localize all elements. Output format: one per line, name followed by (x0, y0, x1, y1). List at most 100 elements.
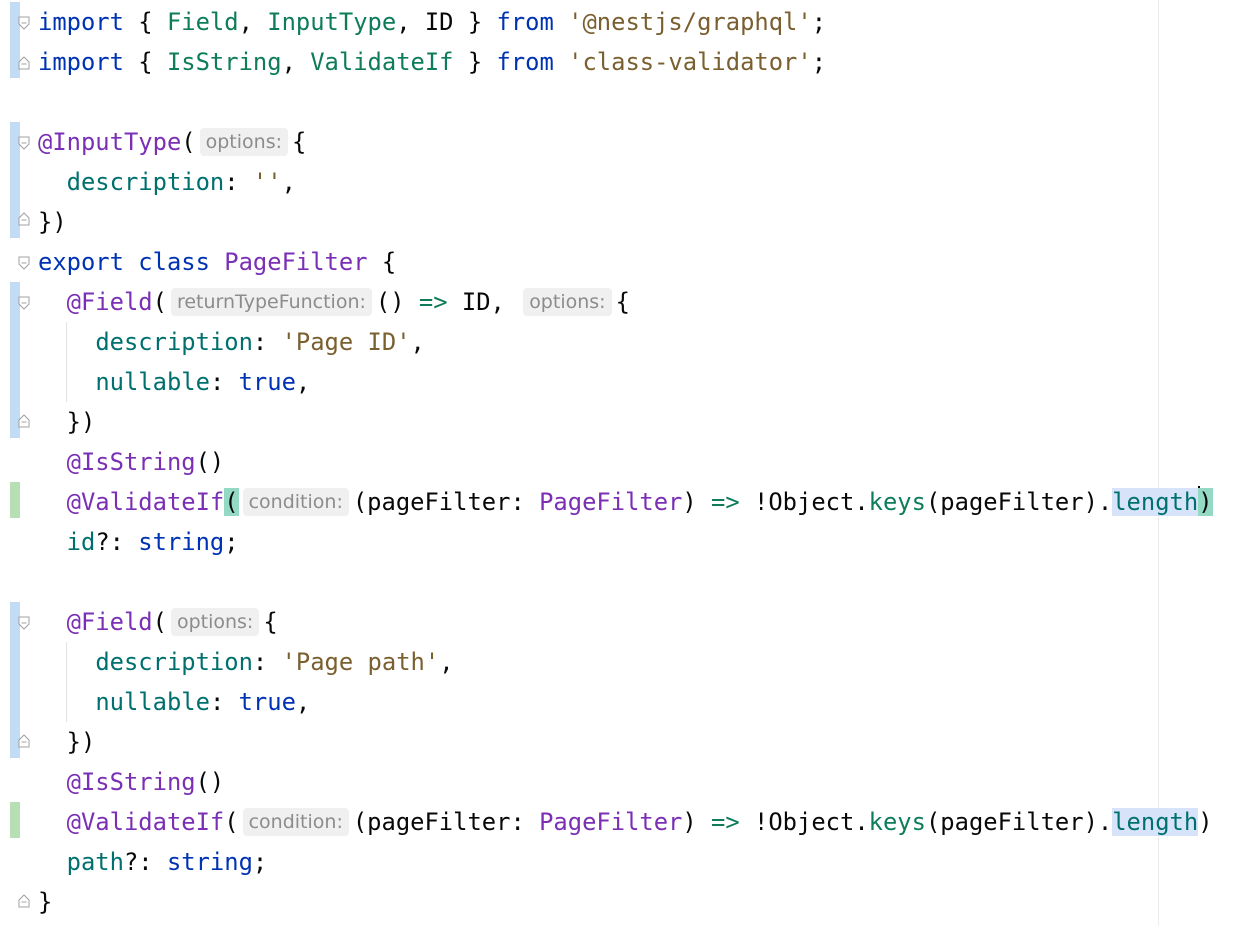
decorator: @IsString (66, 448, 196, 476)
punct: (pageFilter). (925, 488, 1113, 516)
punct: () (375, 288, 419, 316)
gutter-change-marker[interactable] (10, 282, 20, 438)
punct: : (252, 648, 282, 676)
punct: ) (1198, 808, 1213, 836)
keyword: string (166, 848, 253, 876)
fold-open-icon[interactable] (18, 296, 30, 310)
punct: () (195, 448, 225, 476)
indent-guide (66, 642, 67, 722)
property: path (66, 848, 124, 876)
punct: , (295, 688, 311, 716)
parameter-hint: condition: (242, 808, 349, 836)
space (554, 8, 568, 36)
code-line[interactable]: @Field(options:{ (38, 602, 278, 642)
fold-open-icon[interactable] (18, 616, 30, 630)
import-name: InputType (267, 8, 397, 36)
parameter-hint: options: (199, 128, 288, 156)
decorator: @ValidateIf (66, 488, 225, 516)
punct: ( (152, 288, 167, 316)
gutter-added-marker[interactable] (10, 482, 20, 518)
property: description (66, 168, 225, 196)
space (554, 48, 568, 76)
function-call: keys (868, 808, 926, 836)
code-line[interactable]: import { IsString, ValidateIf } from 'cl… (38, 42, 826, 82)
import-name: Field (166, 8, 239, 36)
punct: } (453, 8, 497, 36)
code-line[interactable]: @InputType(options:{ (38, 122, 306, 162)
code-line[interactable]: }) (38, 722, 96, 762)
indent (38, 328, 95, 356)
indent (38, 808, 67, 836)
code-line[interactable]: @IsString() (38, 442, 225, 482)
class-name: PageFilter (539, 488, 683, 516)
code-line[interactable]: @IsString() (38, 762, 225, 802)
code-line[interactable]: export class PageFilter { (38, 242, 396, 282)
indent (38, 688, 95, 716)
punct: }) (66, 728, 96, 756)
decorator: @Field (66, 608, 153, 636)
code-line[interactable]: import { Field, InputType, ID } from '@n… (38, 2, 826, 42)
class-name: PageFilter (224, 248, 368, 276)
fold-close-icon[interactable] (18, 894, 30, 908)
punct: ; (811, 8, 827, 36)
import-name: ValidateIf (310, 48, 454, 76)
punct: { (123, 8, 167, 36)
punct: { (263, 608, 278, 636)
punct: (pageFilter: (352, 808, 540, 836)
code-line[interactable]: id?: string; (38, 522, 239, 562)
code-line[interactable]: }) (38, 202, 67, 242)
punct: : (209, 368, 239, 396)
arrow-operator: => (418, 288, 448, 316)
punct: ; (811, 48, 827, 76)
indent (38, 648, 95, 676)
code-line[interactable]: description: 'Page ID', (38, 322, 425, 362)
code-line[interactable]: @ValidateIf(condition:(pageFilter: PageF… (38, 482, 1213, 522)
punct: ( (181, 128, 196, 156)
punct: () (195, 768, 225, 796)
punct: } (453, 48, 497, 76)
code-line[interactable]: }) (38, 402, 96, 442)
decorator: @IsString (66, 768, 196, 796)
punct: { (367, 248, 397, 276)
string-literal: '@nestjs/graphql' (568, 8, 812, 36)
gutter-added-marker[interactable] (10, 802, 20, 838)
decorator: @InputType (38, 128, 182, 156)
gutter-change-marker[interactable] (10, 122, 20, 238)
keyword: from (496, 48, 554, 76)
gutter-change-marker[interactable] (10, 602, 20, 758)
property: nullable (95, 368, 210, 396)
fold-open-icon[interactable] (18, 16, 30, 30)
code-line[interactable]: @ValidateIf(condition:(pageFilter: PageF… (38, 802, 1213, 842)
fold-open-icon[interactable] (18, 256, 30, 270)
indent-guide (66, 322, 67, 402)
code-line[interactable]: nullable: true, (38, 362, 310, 402)
arrow-operator: => (711, 808, 740, 836)
class-name: PageFilter (539, 808, 683, 836)
fold-open-icon[interactable] (18, 136, 30, 150)
fold-close-icon[interactable] (18, 734, 30, 748)
code-line[interactable]: description: '', (38, 162, 296, 202)
code-line[interactable]: } (38, 882, 52, 922)
punct: , (439, 648, 454, 676)
indent (38, 768, 67, 796)
parameter-hint: condition: (242, 488, 349, 516)
indent (38, 288, 67, 316)
fold-close-icon[interactable] (18, 56, 30, 70)
code-line[interactable]: path?: string; (38, 842, 268, 882)
keyword: string (138, 528, 225, 556)
code-line[interactable]: @Field(returnTypeFunction:() => ID, opti… (38, 282, 630, 322)
fold-close-icon[interactable] (18, 212, 30, 226)
code-line[interactable]: description: 'Page path', (38, 642, 454, 682)
gutter-change-marker[interactable] (10, 2, 20, 78)
punct: : (252, 328, 282, 356)
punct: (pageFilter: (352, 488, 540, 516)
code-line[interactable]: nullable: true, (38, 682, 310, 722)
punct: ?: (95, 528, 139, 556)
matched-paren: ( (224, 488, 239, 516)
property: id (66, 528, 96, 556)
punct: } (38, 888, 53, 916)
fold-close-icon[interactable] (18, 414, 30, 428)
parameter-hint: options: (170, 608, 260, 636)
punct: !Object. (739, 808, 869, 836)
